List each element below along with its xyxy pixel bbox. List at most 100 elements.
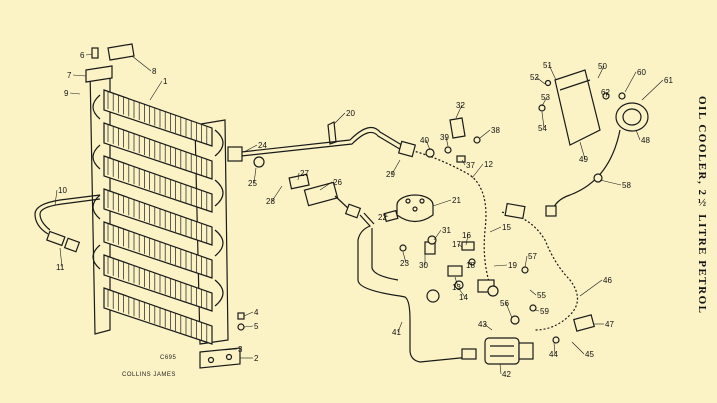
leader-line	[465, 234, 469, 246]
callout-number: 55	[537, 291, 546, 300]
callout-number: 25	[248, 179, 257, 188]
leader-line	[493, 264, 508, 267]
callout-number: 13	[452, 283, 461, 292]
leader-line	[59, 247, 63, 268]
callout-leaders	[54, 53, 664, 375]
leader-line	[72, 74, 87, 77]
callout-number: 54	[538, 124, 547, 133]
cooler-tube	[103, 188, 213, 246]
callout-number: 52	[530, 73, 539, 82]
callout-number: 6	[80, 51, 85, 60]
leader-line	[383, 215, 389, 218]
callout-number: 39	[440, 133, 449, 142]
leader-line	[489, 226, 502, 233]
callout-number: 38	[491, 126, 500, 135]
leader-line	[243, 144, 258, 153]
leader-line	[297, 172, 300, 181]
pipe-upper	[227, 121, 411, 168]
cooler-tube	[103, 254, 213, 312]
leader-line	[54, 189, 58, 206]
callout-number: 4	[254, 308, 259, 317]
filter-adaptor	[383, 194, 434, 252]
plate-code: C695	[160, 355, 177, 361]
diagram-title: OIL COOLER, 2½ LITRE PETROL	[696, 96, 708, 315]
callout-number: 58	[622, 181, 631, 190]
leader-line	[149, 80, 163, 101]
leader-line	[445, 136, 449, 147]
callout-number: 56	[500, 299, 509, 308]
callout-number: 22	[378, 213, 387, 222]
leader-line	[524, 255, 528, 268]
leader-line	[553, 342, 556, 355]
callout-number: 7	[67, 71, 72, 80]
callout-number: 43	[478, 320, 487, 329]
callout-number: 29	[386, 170, 395, 179]
leader-line	[253, 167, 257, 184]
leader-line	[579, 141, 586, 160]
leader-line	[457, 243, 463, 248]
callout-number: 28	[266, 197, 275, 206]
leader-line	[579, 279, 603, 297]
plate-credit: COLLINS JAMES	[122, 372, 176, 378]
callout-number: 37	[466, 161, 475, 170]
leader-line	[499, 363, 502, 375]
callout-number: 61	[664, 76, 673, 85]
callout-number: 8	[152, 67, 157, 76]
leader-line	[469, 261, 473, 266]
leader-line	[529, 289, 537, 296]
callout-number: 49	[579, 155, 588, 164]
cooler-tube	[103, 221, 213, 279]
leader-line	[548, 64, 557, 81]
cooler-tube	[103, 155, 213, 213]
callout-number: 50	[598, 62, 607, 71]
callout-number: 41	[392, 328, 401, 337]
callout-number: 18	[466, 261, 475, 270]
callout-number: 24	[258, 141, 267, 150]
cooler-tube	[103, 89, 213, 147]
small-fittings	[424, 173, 603, 344]
leader-line	[333, 112, 346, 125]
leader-line	[483, 323, 493, 331]
callout-number: 5	[254, 322, 259, 331]
leader-line	[271, 185, 283, 202]
pipe-10	[34, 194, 101, 253]
leader-line	[641, 79, 664, 101]
leader-line	[402, 251, 407, 264]
callout-number: 10	[58, 186, 67, 195]
callout-number: 17	[452, 240, 461, 249]
leader-line	[541, 96, 548, 107]
clip-32	[425, 117, 481, 163]
callout-number: 16	[462, 231, 471, 240]
leader-line	[461, 159, 466, 166]
callout-number: 60	[637, 68, 646, 77]
leader-line	[605, 91, 608, 98]
callout-number: 59	[540, 307, 549, 316]
leader-line	[635, 129, 641, 141]
callout-number: 47	[605, 320, 614, 329]
leader-line	[599, 179, 622, 186]
callout-number: 51	[543, 61, 552, 70]
callout-number: 31	[442, 226, 451, 235]
union-fittings	[288, 173, 362, 219]
leader-line	[505, 302, 513, 319]
leader-line	[433, 229, 442, 241]
callout-number: 20	[346, 109, 355, 118]
callout-number: 32	[456, 101, 465, 110]
leader-line	[571, 341, 585, 355]
callout-number: 57	[528, 252, 537, 261]
sensor-48	[545, 92, 649, 217]
callout-number: 3	[238, 345, 243, 354]
leader-line	[533, 309, 540, 312]
sender-42	[484, 337, 534, 365]
callout-number: 44	[549, 350, 558, 359]
leader-line	[624, 71, 637, 93]
callout-number: 48	[641, 136, 650, 145]
leader-line	[131, 55, 152, 72]
bracket-49	[538, 69, 601, 146]
pipe-41	[357, 212, 477, 363]
hose-46	[499, 202, 580, 333]
leader-line	[243, 325, 254, 328]
callout-number: 27	[300, 169, 309, 178]
leader-line	[479, 129, 491, 139]
